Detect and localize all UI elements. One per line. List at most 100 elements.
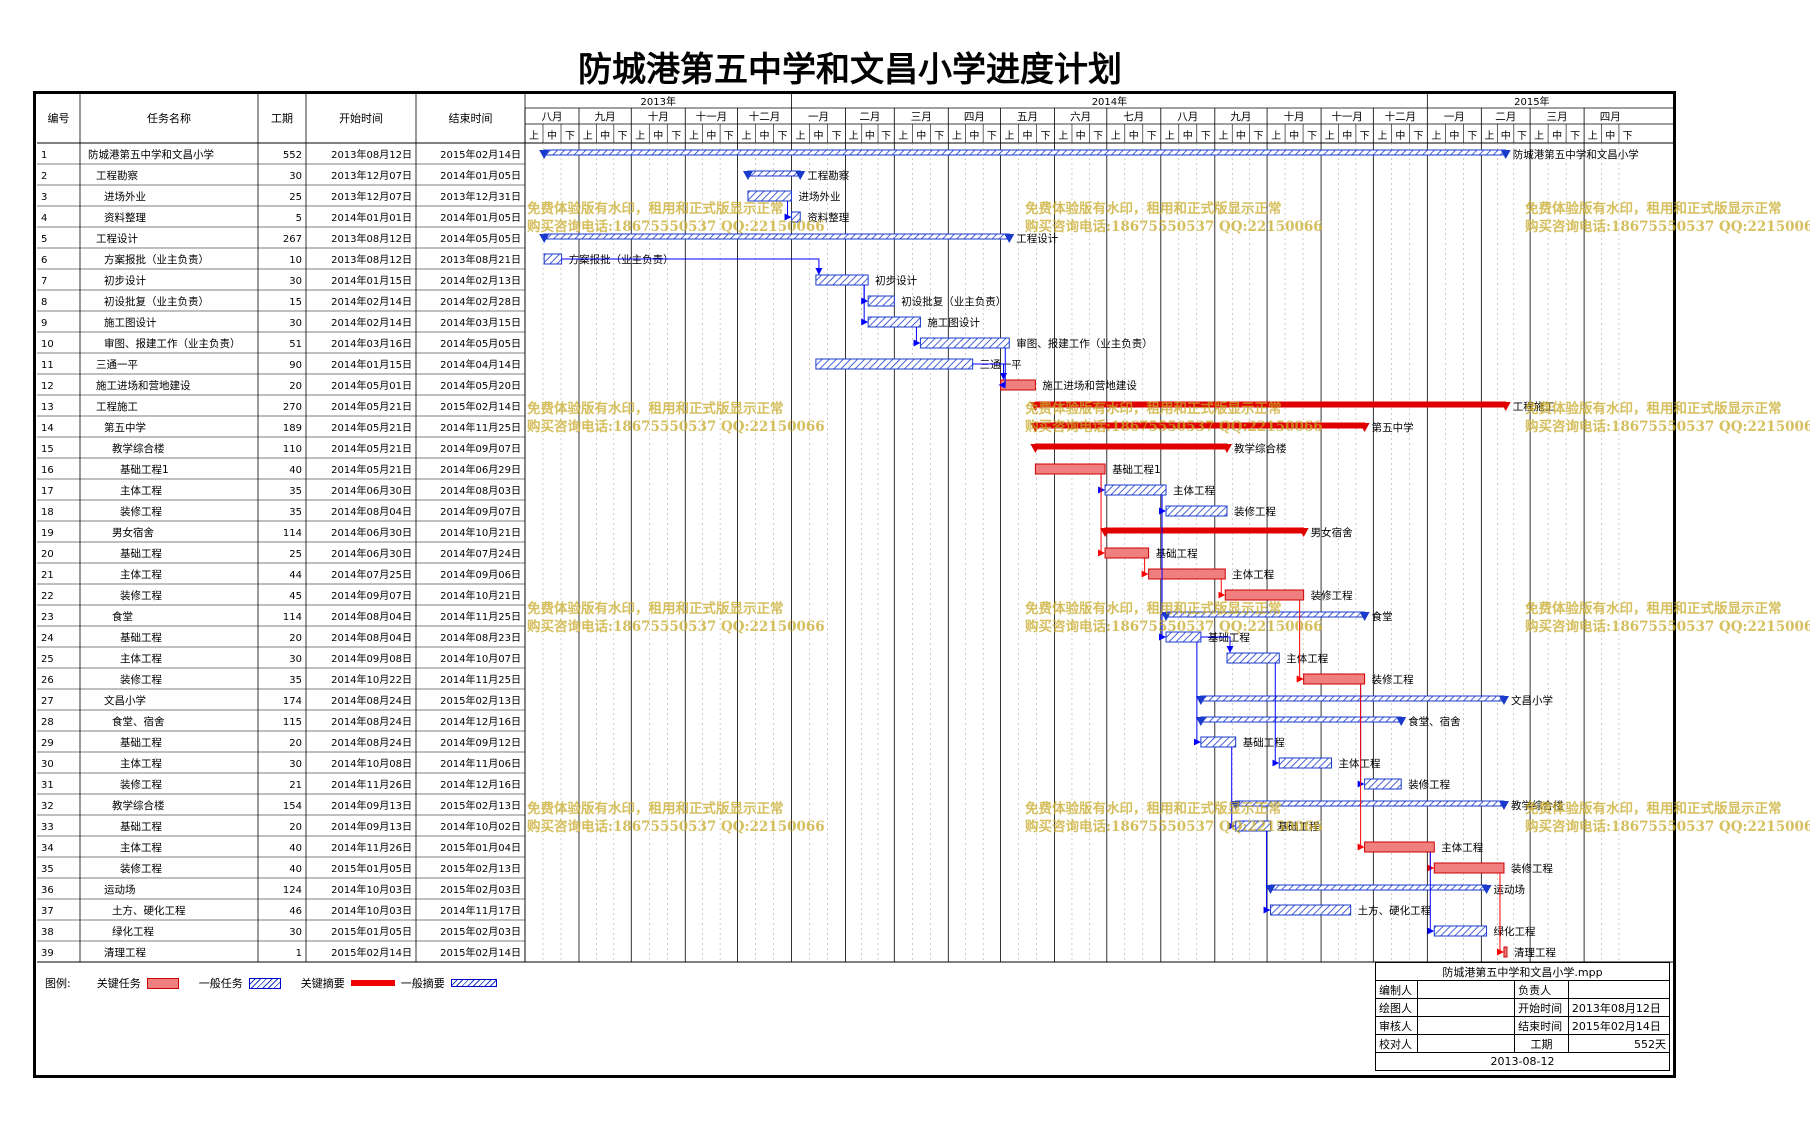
info-start-label: 开始时间	[1514, 998, 1569, 1017]
task-end: 2014年05月05日	[440, 337, 521, 350]
task-name: 装修工程	[120, 589, 162, 602]
task-name: 食堂	[112, 610, 133, 623]
third-label: 上	[742, 130, 752, 142]
task-name: 土方、硬化工程	[112, 904, 186, 917]
summary-cap-start	[539, 150, 550, 159]
summary-bar	[543, 233, 1010, 240]
summary-cap-start	[1030, 423, 1041, 432]
third-label: 下	[1467, 131, 1477, 142]
third-label: 上	[635, 130, 645, 142]
task-duration: 5	[296, 213, 302, 224]
info-file: 防城港第五中学和文昌小学.mpp	[1375, 962, 1670, 981]
task-duration: 115	[283, 717, 302, 728]
dependency-link	[1263, 831, 1271, 914]
task-start: 2014年05月21日	[331, 400, 412, 413]
task-end: 2014年10月02日	[440, 820, 521, 833]
task-start: 2014年01月15日	[331, 358, 412, 371]
task-duration: 15	[289, 297, 302, 308]
summary-cap-end	[1359, 423, 1370, 432]
bar-label: 施工进场和营地建设	[1042, 379, 1137, 392]
task-duration: 114	[283, 528, 302, 539]
task-start: 2015年01月05日	[331, 862, 412, 875]
gantt-bar	[1433, 925, 1488, 937]
task-end: 2014年12月16日	[440, 778, 521, 791]
task-start: 2014年10月22日	[331, 673, 412, 686]
dependency-link	[1141, 558, 1149, 578]
task-id: 2	[41, 171, 47, 182]
task-start: 2014年08月04日	[331, 610, 412, 623]
dependency-link	[1193, 642, 1201, 746]
task-name: 防城港第五中学和文昌小学	[88, 148, 214, 161]
task-start: 2013年08月12日	[331, 148, 412, 161]
third-label: 上	[952, 130, 962, 142]
task-end: 2013年12月31日	[440, 190, 521, 203]
legend-normal-label: 一般任务	[198, 977, 243, 990]
task-duration: 46	[289, 906, 302, 917]
task-end: 2014年03月15日	[440, 316, 521, 329]
summary-cap-start	[1161, 612, 1172, 621]
legend-normal-swatch	[248, 977, 281, 989]
summary-cap-end	[1222, 444, 1232, 453]
dependency-link	[1296, 600, 1304, 683]
bar-label: 主体工程	[1286, 653, 1328, 665]
info-end: 2015年02月14日	[1567, 1016, 1671, 1035]
task-duration: 270	[283, 402, 302, 413]
task-id: 25	[41, 654, 54, 665]
task-duration: 45	[289, 591, 302, 602]
bar-label: 第五中学	[1372, 421, 1414, 434]
info-start: 2013年08月12日	[1567, 998, 1671, 1017]
summary-cap-end	[1298, 528, 1309, 537]
task-name: 基础工程	[120, 631, 162, 644]
task-id: 15	[41, 444, 54, 455]
bar-label: 进场外业	[799, 190, 841, 203]
info-date: 2013-08-12	[1375, 1052, 1670, 1071]
summary-cap-start	[1195, 696, 1206, 705]
summary-cap-end	[1004, 234, 1015, 243]
summary-bar	[1200, 716, 1402, 723]
task-id: 4	[41, 213, 47, 224]
month-label: 八月	[542, 111, 563, 123]
task-name: 男女宿舍	[112, 526, 154, 539]
task-duration: 110	[283, 444, 302, 455]
task-start: 2014年11月26日	[331, 778, 412, 791]
task-start: 2014年02月14日	[331, 295, 412, 308]
gantt-bar	[815, 274, 869, 286]
summary-cap-start	[742, 171, 753, 180]
month-label: 十二月	[1385, 110, 1417, 123]
task-duration: 30	[289, 171, 302, 182]
third-label: 中	[600, 129, 610, 142]
task-name: 装修工程	[120, 505, 162, 518]
task-duration: 30	[289, 759, 302, 770]
gantt-bar	[747, 190, 793, 202]
task-start: 2014年08月24日	[331, 694, 412, 707]
dependency-link	[1496, 873, 1504, 956]
task-duration: 30	[289, 927, 302, 938]
dependency-link	[1357, 684, 1365, 851]
bar-label: 资料整理	[807, 211, 849, 224]
task-start: 2014年10月03日	[331, 883, 412, 896]
task-id: 29	[41, 738, 54, 749]
task-duration: 25	[289, 192, 302, 203]
task-id: 6	[41, 255, 47, 266]
bar-label: 审图、报建工作（业主负责）	[1016, 337, 1153, 350]
task-duration: 40	[289, 843, 302, 854]
task-end: 2014年08月03日	[440, 484, 521, 497]
summary-cap-start	[1030, 402, 1041, 411]
month-label: 十月	[648, 110, 669, 123]
gantt-bar	[815, 358, 974, 370]
bar-label: 装修工程	[1311, 589, 1353, 602]
third-label: 上	[1534, 130, 1544, 142]
info-block: 防城港第五中学和文昌小学.mpp 编制人 负责人 绘图人 开始时间 2013年0…	[1374, 962, 1671, 1071]
month-label: 一月	[808, 111, 829, 123]
gantt-bar	[1235, 820, 1272, 832]
third-label: 下	[881, 131, 891, 142]
bar-label: 施工图设计	[927, 316, 980, 329]
header-start: 开始时间	[339, 111, 383, 125]
task-end: 2014年10月21日	[440, 526, 521, 539]
task-id: 34	[41, 843, 54, 854]
task-end: 2014年08月23日	[440, 631, 521, 644]
third-label: 下	[1360, 131, 1370, 142]
gantt-bar	[1364, 778, 1402, 790]
bar-label: 主体工程	[1173, 485, 1215, 497]
